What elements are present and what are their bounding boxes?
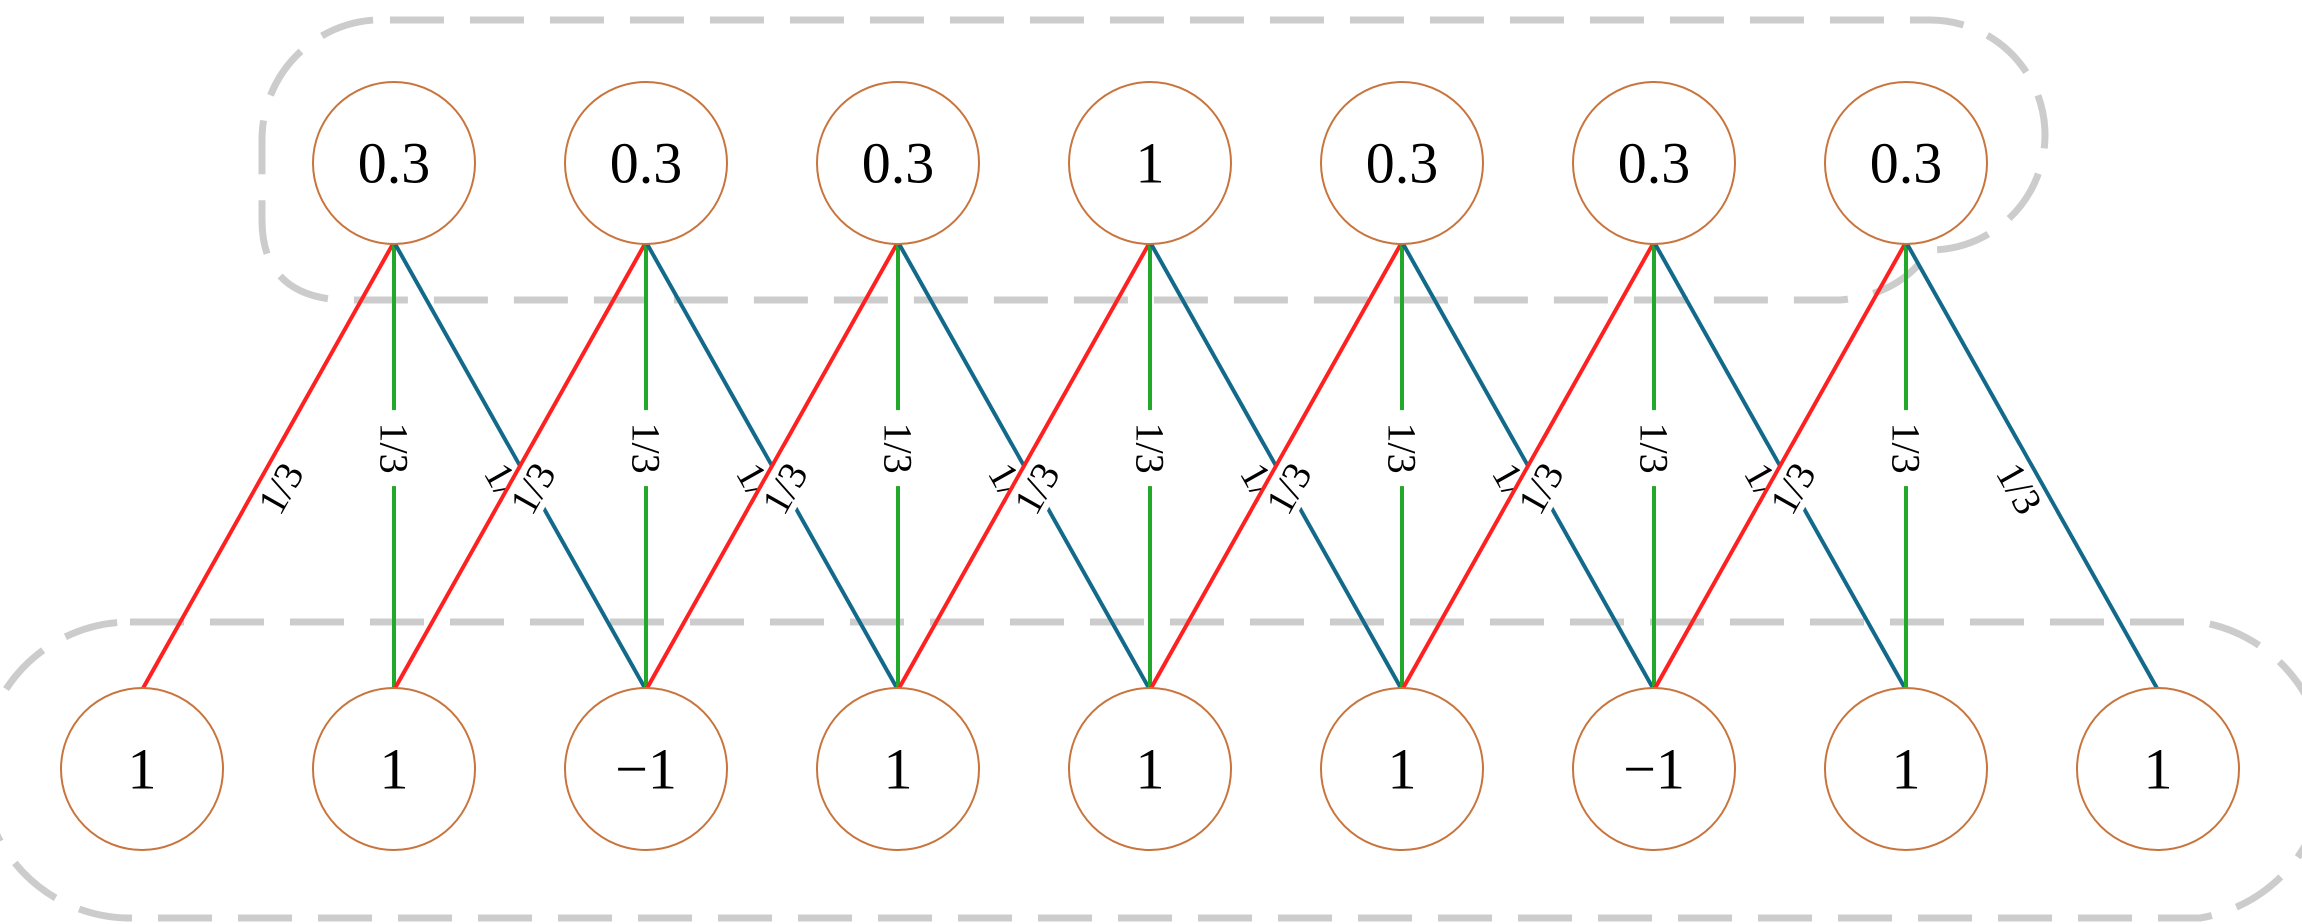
top-node-label: 0.3 xyxy=(862,131,935,196)
edge-right xyxy=(1904,241,2160,691)
bottom-node-circle xyxy=(1824,687,1988,851)
edge-weight-label-bg xyxy=(1756,445,1829,532)
bottom-node: −1 xyxy=(1572,687,1736,851)
edge-weight-label: 1/3 xyxy=(876,423,921,474)
edge-weight-label-group: 1/3 xyxy=(1128,410,1173,487)
edge-weight-label-group: 1/3 xyxy=(624,410,669,487)
top-node-circle xyxy=(564,81,728,245)
edge-weight-label-group: 1/3 xyxy=(1756,445,1829,532)
edge-weight-label: 1/3 xyxy=(1884,423,1929,474)
top-node: 0.3 xyxy=(1572,81,1736,245)
bottom-node: 1 xyxy=(816,687,980,851)
edge-weight-label-group: 1/3 xyxy=(1632,410,1677,487)
top-node-circle xyxy=(1572,81,1736,245)
top-node-circle xyxy=(816,81,980,245)
bottom-node-circle xyxy=(312,687,476,851)
bottom-node: 1 xyxy=(1320,687,1484,851)
top-node-circle xyxy=(312,81,476,245)
edge-left xyxy=(896,241,1152,691)
edge-weight-label-bg xyxy=(878,410,918,487)
top-node: 0.3 xyxy=(1824,81,1988,245)
edges-layer: 1/31/31/31/31/31/31/31/31/31/31/31/31/31… xyxy=(140,241,2160,691)
bottom-node-circle xyxy=(816,687,980,851)
edge-weight-label-bg xyxy=(626,410,666,487)
edge-weight-label-bg xyxy=(1504,445,1577,532)
bottom-node: −1 xyxy=(564,687,728,851)
edge-weight-label-group: 1/3 xyxy=(1380,410,1425,487)
edge-weight-label-bg xyxy=(1252,445,1325,532)
bottom-layer-group-outline xyxy=(0,618,2302,922)
edge-weight-label-bg xyxy=(1983,445,2056,532)
edge-weight-label-bg xyxy=(748,445,821,532)
bottom-node: 1 xyxy=(1068,687,1232,851)
top-node-label: 1 xyxy=(1136,131,1165,196)
edge-left xyxy=(1652,241,1908,691)
edge-weight-label-group: 1/3 xyxy=(372,410,417,487)
edge-weight-label: 1/3 xyxy=(1632,423,1677,474)
bottom-node-label: 1 xyxy=(128,737,157,802)
edge-weight-label-bg xyxy=(1634,410,1674,487)
edge-weight-label: 1/3 xyxy=(1128,423,1173,474)
top-node-circle xyxy=(1824,81,1988,245)
bottom-node-circle xyxy=(1572,687,1736,851)
edge-left xyxy=(392,241,648,691)
top-node-circle xyxy=(1068,81,1232,245)
edge-weight-label-bg xyxy=(374,410,414,487)
top-node-label: 0.3 xyxy=(610,131,683,196)
bottom-node-label: 1 xyxy=(884,737,913,802)
edge-left xyxy=(644,241,900,691)
edge-weight-label-group: 1/3 xyxy=(876,410,921,487)
edge-weight-label-bg xyxy=(1886,410,1926,487)
top-node-circle xyxy=(1320,81,1484,245)
top-node-label: 0.3 xyxy=(358,131,431,196)
top-node: 0.3 xyxy=(816,81,980,245)
edge-left xyxy=(140,241,396,691)
bottom-node-label: 1 xyxy=(1892,737,1921,802)
bottom-node-circle xyxy=(60,687,224,851)
bottom-node-circle xyxy=(564,687,728,851)
bottom-node-circle xyxy=(1320,687,1484,851)
bottom-node: 1 xyxy=(2076,687,2240,851)
nodes-layer: 0.3 0.3 0.3 1 0.3 0.3 0.3 1 1 −1 1 1 1 −1 1 1 xyxy=(60,81,2240,851)
top-node: 0.3 xyxy=(1320,81,1484,245)
edge-weight-label-bg xyxy=(1000,445,1073,532)
edge-weight-label: 1/3 xyxy=(624,423,669,474)
bottom-node: 1 xyxy=(312,687,476,851)
top-node: 1 xyxy=(1068,81,1232,245)
edge-left xyxy=(1400,241,1656,691)
edge-weight-label-bg xyxy=(496,445,569,532)
bottom-node-label: 1 xyxy=(1388,737,1417,802)
top-node-label: 0.3 xyxy=(1870,131,1943,196)
edge-weight-label-group: 1/3 xyxy=(1983,445,2056,532)
bottom-node-label: −1 xyxy=(615,737,677,802)
edge-weight-label-bg xyxy=(244,445,317,532)
edge-weight-label-bg xyxy=(1130,410,1170,487)
edge-weight-label: 1/3 xyxy=(372,423,417,474)
bottom-node: 1 xyxy=(1824,687,1988,851)
top-node-label: 0.3 xyxy=(1366,131,1439,196)
edge-weight-label: 1/3 xyxy=(1380,423,1425,474)
top-node-label: 0.3 xyxy=(1618,131,1691,196)
edge-weight-label-bg xyxy=(1382,410,1422,487)
edge-left xyxy=(1148,241,1404,691)
top-node: 0.3 xyxy=(564,81,728,245)
edge-weight-label-group: 1/3 xyxy=(1000,445,1073,532)
bottom-node-label: −1 xyxy=(1623,737,1685,802)
edge-weight-label-group: 1/3 xyxy=(244,445,317,532)
bottom-node-label: 1 xyxy=(380,737,409,802)
bottom-node: 1 xyxy=(60,687,224,851)
top-node: 0.3 xyxy=(312,81,476,245)
edge-weight-label-group: 1/3 xyxy=(1884,410,1929,487)
bottom-node-circle xyxy=(1068,687,1232,851)
bottom-node-label: 1 xyxy=(1136,737,1165,802)
bottom-node-label: 1 xyxy=(2144,737,2173,802)
bottom-node-circle xyxy=(2076,687,2240,851)
